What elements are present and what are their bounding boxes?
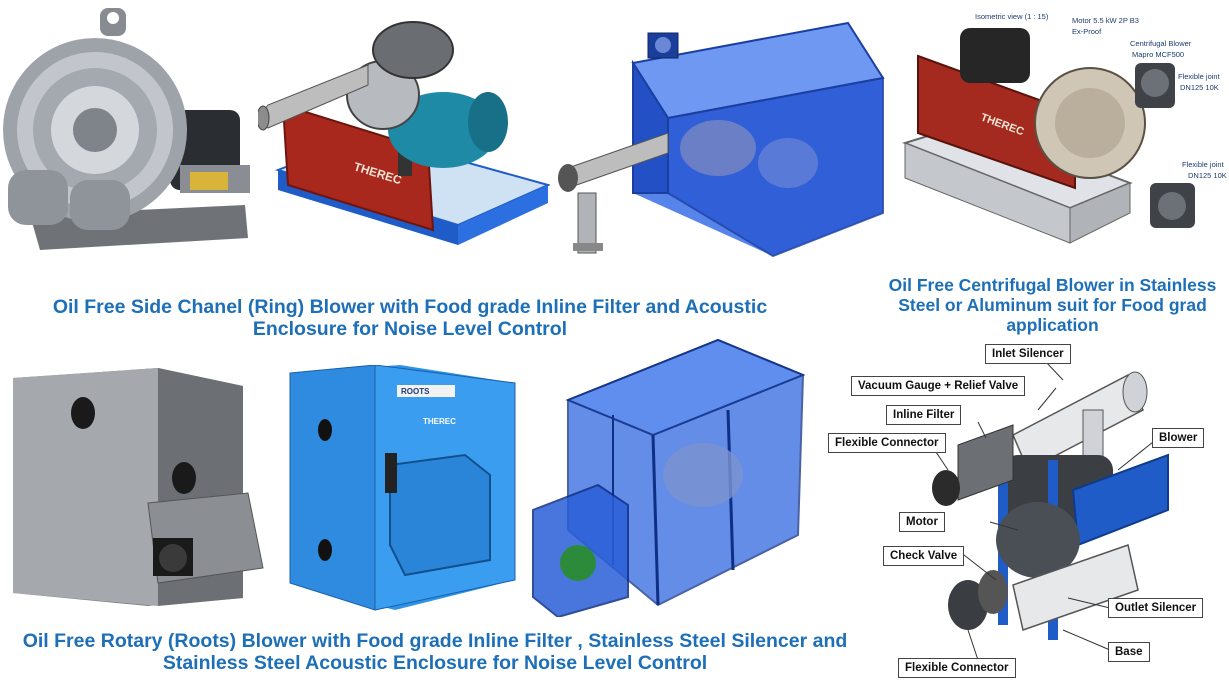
ring-blower-image <box>0 0 258 268</box>
roots-blower-diagram: Inlet Silencer Vacuum Gauge + Relief Val… <box>828 340 1228 688</box>
centrifugal-blower-drawing: THEREC Isometric view (1 : 15) Motor 5.5… <box>900 8 1229 270</box>
motor-spec-note-2: Ex-Proof <box>1072 27 1102 36</box>
joint-bottom-note-2: DN125 10K <box>1188 171 1227 180</box>
joint-top-note-2: DN125 10K <box>1180 83 1219 92</box>
label-inlet-silencer: Inlet Silencer <box>985 344 1071 364</box>
label-flexible-connector-bottom: Flexible Connector <box>898 658 1016 678</box>
blue-enclosure-image: ROOTS THEREC <box>285 365 525 613</box>
roots-enclosure-drawing <box>528 335 810 617</box>
caption-side-channel: Oil Free Side Chanel (Ring) Blower with … <box>52 296 768 341</box>
label-check-valve: Check Valve <box>883 546 965 566</box>
label-outlet-silencer: Outlet Silencer <box>1108 598 1204 618</box>
label-vacuum-gauge: Vacuum Gauge + Relief Valve <box>851 376 1026 396</box>
roots-badge: ROOTS <box>401 387 430 396</box>
caption-centrifugal: Oil Free Centrifugal Blower in Stainless… <box>888 275 1217 336</box>
joint-top-note: Flexible joint <box>1178 72 1220 81</box>
caption-roots: Oil Free Rotary (Roots) Blower with Food… <box>22 630 848 675</box>
label-blower: Blower <box>1152 428 1205 448</box>
motor-spec-note: Motor 5.5 kW 2P B3 <box>1072 16 1139 25</box>
ring-blower-enclosure-drawing <box>548 18 893 268</box>
stainless-enclosure-image <box>8 368 270 608</box>
label-motor: Motor <box>899 512 945 532</box>
blower-spec-note: Centrifugal Blower <box>1130 39 1192 48</box>
iso-view-note: Isometric view (1 : 15) <box>975 12 1049 21</box>
label-flexible-connector-top: Flexible Connector <box>828 433 946 453</box>
ring-blower-skid-drawing: THEREC <box>258 10 550 272</box>
therec-badge: THEREC <box>423 417 456 426</box>
blower-spec-note-2: Mapro MCF500 <box>1132 50 1185 59</box>
label-inline-filter: Inline Filter <box>886 405 962 425</box>
label-base: Base <box>1108 642 1150 662</box>
joint-bottom-note: Flexible joint <box>1182 160 1224 169</box>
